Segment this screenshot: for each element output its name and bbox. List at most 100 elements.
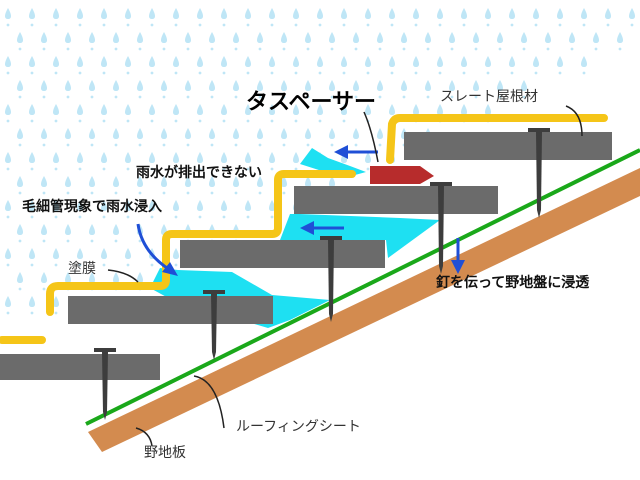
rain-dot [270, 167, 274, 171]
rain-dot [330, 47, 334, 51]
raindrop-icon [329, 128, 335, 139]
rain-dot [78, 23, 82, 27]
raindrop-icon [593, 32, 599, 43]
rain-dot [210, 191, 214, 195]
raindrop-icon [209, 32, 215, 43]
rain-dot [18, 143, 22, 147]
rain-dot [402, 95, 406, 99]
rain-dot [150, 119, 154, 123]
rain-dot [210, 143, 214, 147]
raindrop-icon [509, 56, 515, 67]
raindrop-icon [413, 104, 419, 115]
raindrop-icon [377, 128, 383, 139]
leader-line [363, 111, 379, 163]
raindrop-icon [245, 56, 251, 67]
raindrop-icon [53, 248, 59, 259]
rain-dot [582, 71, 586, 75]
raindrop-icon [125, 200, 131, 211]
raindrop-icon [89, 128, 95, 139]
raindrop-icon [185, 32, 191, 43]
raindrop-icon [377, 32, 383, 43]
rain-dot [126, 23, 130, 27]
raindrop-icon [5, 104, 11, 115]
raindrop-icon [533, 8, 539, 19]
rain-dot [78, 215, 82, 219]
raindrop-icon [389, 8, 395, 19]
rain-dot [438, 71, 442, 75]
raindrop-icon [485, 104, 491, 115]
rain-dot [342, 71, 346, 75]
rain-dot [498, 47, 502, 51]
rain-dot [174, 23, 178, 27]
raindrop-icon [41, 176, 47, 187]
rain-dot [234, 95, 238, 99]
raindrop-icon [497, 80, 503, 91]
rain-dot [78, 119, 82, 123]
raindrop-icon [5, 56, 11, 67]
rain-dot [414, 23, 418, 27]
rain-dot [6, 23, 10, 27]
raindrop-icon [113, 176, 119, 187]
rain-dot [198, 215, 202, 219]
raindrop-icon [17, 128, 23, 139]
raindrop-icon [401, 80, 407, 91]
raindrop-icon [113, 272, 119, 283]
rain-dot [42, 143, 46, 147]
raindrop-icon [5, 248, 11, 259]
flow-arrow-icon [334, 145, 378, 159]
leader-line [565, 105, 583, 137]
raindrop-icon [617, 32, 623, 43]
rain-dot [174, 215, 178, 219]
raindrop-icon [101, 8, 107, 19]
raindrop-icon [161, 176, 167, 187]
raindrop-icon [245, 8, 251, 19]
raindrop-icon [101, 152, 107, 163]
rain-dot [378, 47, 382, 51]
raindrop-icon [293, 8, 299, 19]
raindrop-icon [113, 224, 119, 235]
rain-dot [270, 215, 274, 219]
rain-dot [198, 23, 202, 27]
rain-dot [354, 95, 358, 99]
raindrop-icon [137, 80, 143, 91]
raindrop-icon [233, 80, 239, 91]
rain-dot [66, 143, 70, 147]
label-capillary: 毛細管現象で雨水浸入 [22, 199, 162, 215]
raindrop-icon [365, 56, 371, 67]
rain-dot [54, 71, 58, 75]
rain-dot [390, 23, 394, 27]
raindrop-icon [461, 104, 467, 115]
raindrop-icon [113, 32, 119, 43]
rain-dot [402, 47, 406, 51]
raindrop-icon [5, 152, 11, 163]
raindrop-icon [545, 32, 551, 43]
raindrop-icon [389, 56, 395, 67]
leader-line [135, 427, 153, 447]
raindrop-icon [113, 80, 119, 91]
rain-dot [102, 119, 106, 123]
rain-dot [66, 47, 70, 51]
raindrop-icon [29, 248, 35, 259]
raindrop-icon [41, 32, 47, 43]
nail [430, 182, 452, 274]
raindrop-icon [17, 224, 23, 235]
raindrop-icon [413, 56, 419, 67]
rain-dot [30, 263, 34, 267]
rain-dot [450, 47, 454, 51]
rain-dot [114, 143, 118, 147]
rain-dot [114, 191, 118, 195]
raindrop-icon [317, 56, 323, 67]
rain-dot [138, 47, 142, 51]
rain-dot [54, 23, 58, 27]
raindrop-icon [509, 8, 515, 19]
raindrop-icon [257, 128, 263, 139]
raindrop-icon [65, 272, 71, 283]
raindrop-icon [173, 152, 179, 163]
rain-dot [186, 143, 190, 147]
rain-dot [150, 263, 154, 267]
raindrop-icon [353, 80, 359, 91]
raindrop-icon [437, 8, 443, 19]
rain-dot [450, 95, 454, 99]
nails [94, 128, 550, 420]
rain-dot [570, 47, 574, 51]
